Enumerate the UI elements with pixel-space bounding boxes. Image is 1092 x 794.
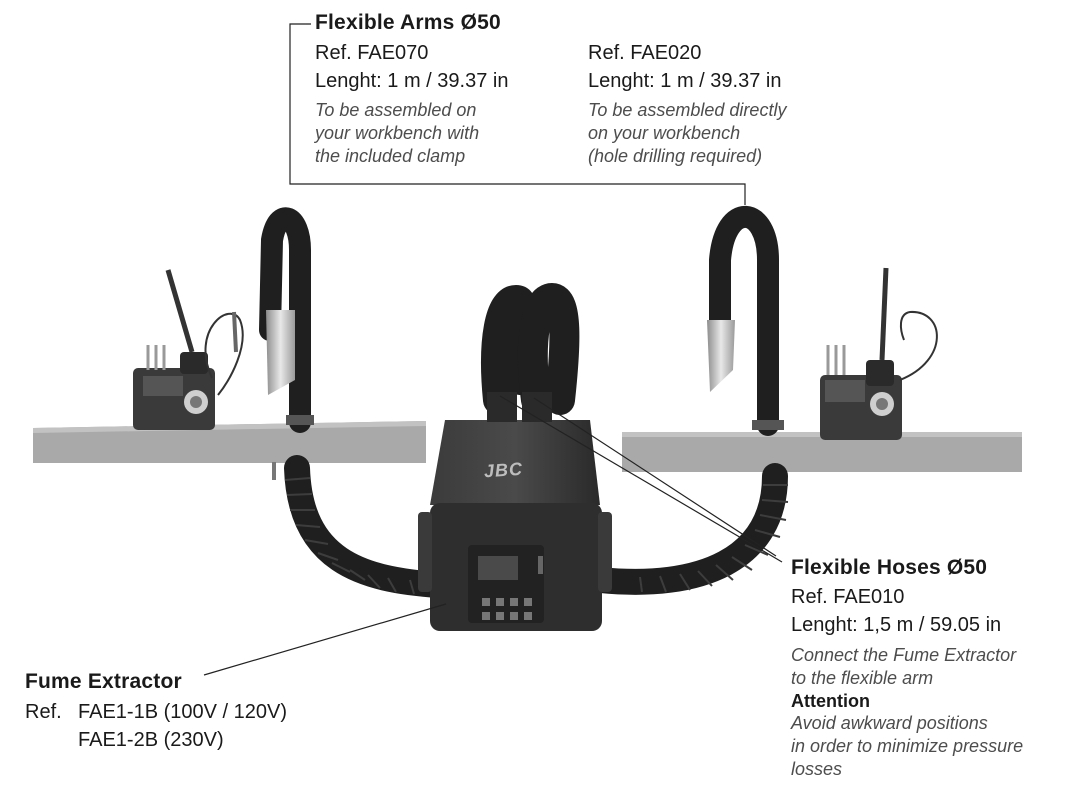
hoses-note-2: to the flexible arm (791, 668, 934, 688)
arm-right-note-1: To be assembled directly (588, 100, 787, 120)
extractor-top-hoses (481, 282, 580, 415)
hoses-attention-2: in order to minimize pressure (791, 736, 1024, 756)
extractor-ref-prefix: Ref. (25, 701, 62, 723)
hoses-attention-1: Avoid awkward positions (791, 713, 988, 733)
right-soldering-station (820, 267, 938, 440)
hoses-attention-3: losses (791, 759, 843, 779)
arm-left-note-1: To be assembled on (315, 100, 477, 120)
arm-right-length: Lenght: 1 m / 39.37 in (588, 70, 782, 92)
arm-left-ref: Ref. FAE070 (315, 42, 429, 64)
flexible-hoses-title: Flexible Hoses Ø50 (791, 556, 988, 579)
arm-left-note-3: the included clamp (315, 146, 466, 166)
jbc-logo: JBC (483, 458, 524, 482)
hoses-attention-title: Attention (791, 691, 870, 711)
extractor-model-1: FAE1-1B (100V / 120V) (78, 701, 288, 723)
extractor-model-2: FAE1-2B (230V) (78, 729, 224, 751)
arm-left-length: Lenght: 1 m / 39.37 in (315, 70, 509, 92)
arm-right-note-2: on your workbench (588, 123, 741, 143)
hoses-note-1: Connect the Fume Extractor (791, 645, 1017, 665)
left-workbench (33, 421, 426, 463)
left-soldering-station (133, 269, 244, 430)
hoses-ref: Ref. FAE010 (791, 586, 905, 608)
arm-right-note-3: (hole drilling required) (588, 146, 763, 166)
fume-extractor-title: Fume Extractor (25, 670, 182, 693)
flexible-arms-title: Flexible Arms Ø50 (315, 11, 501, 34)
right-flexible-arm (707, 206, 784, 436)
left-flexible-arm (259, 207, 314, 480)
arm-left-note-2: your workbench with (315, 123, 480, 143)
right-flexible-hose (587, 463, 788, 595)
hose-ribbing (284, 477, 789, 595)
leader-lines (203, 23, 783, 676)
fume-extractor-unit (418, 392, 612, 631)
arm-right-ref: Ref. FAE020 (588, 42, 702, 64)
hoses-length: Lenght: 1,5 m / 59.05 in (791, 614, 1002, 636)
